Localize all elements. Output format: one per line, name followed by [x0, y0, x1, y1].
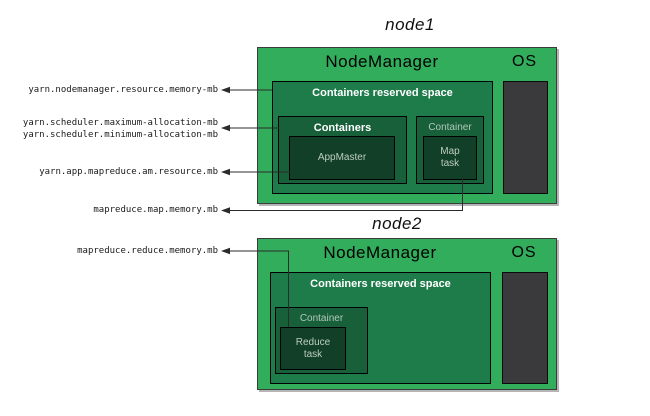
node1-map-task-label: Map task: [440, 146, 460, 169]
node1-container-label: Container: [428, 122, 472, 133]
config-label-nodemanager-resource-memory: yarn.nodemanager.resource.memory-mb: [28, 85, 218, 95]
node2-reduce-task-label: Reduce task: [295, 336, 331, 360]
node1-appmaster-box: AppMaster: [289, 136, 395, 180]
node1-containers-label: Containers: [313, 122, 372, 134]
config-label-am-resource-mb: yarn.app.mapreduce.am.resource.mb: [39, 167, 218, 177]
node2-reserved-label: Containers reserved space: [310, 278, 451, 290]
node2-nodemanager-label: NodeManager: [323, 243, 437, 262]
node2-container-label: Container: [299, 313, 344, 324]
node2-title: node2: [372, 214, 422, 233]
arrowhead-nodemanager-resource: [221, 86, 230, 94]
node1-nodemanager-label: NodeManager: [325, 52, 439, 71]
node2-os-memory-block: [502, 272, 548, 384]
node1-os-memory-block: [503, 81, 548, 194]
node2-reduce-task-box: Reduce task: [280, 327, 346, 370]
arrowhead-am-resource: [221, 168, 230, 176]
arrowhead-scheduler-allocation: [221, 124, 230, 132]
node1-map-task-box: Map task: [423, 136, 477, 180]
config-label-map-memory-mb: mapreduce.map.memory.mb: [93, 205, 218, 215]
config-label-scheduler-minimum-allocation: yarn.scheduler.minimum-allocation-mb: [22, 130, 218, 140]
node1-title: node1: [385, 15, 435, 34]
node1-os-label: OS: [511, 53, 538, 70]
node1-reserved-label: Containers reserved space: [312, 87, 453, 99]
node1-appmaster-label: AppMaster: [317, 152, 367, 163]
config-label-scheduler-maximum-allocation: yarn.scheduler.maximum-allocation-mb: [22, 118, 218, 128]
node2-os-label: OS: [511, 244, 537, 261]
config-label-reduce-memory-mb: mapreduce.reduce.memory.mb: [77, 246, 218, 256]
arrowhead-reduce-memory: [221, 247, 230, 255]
arrowhead-map-memory: [221, 207, 230, 214]
